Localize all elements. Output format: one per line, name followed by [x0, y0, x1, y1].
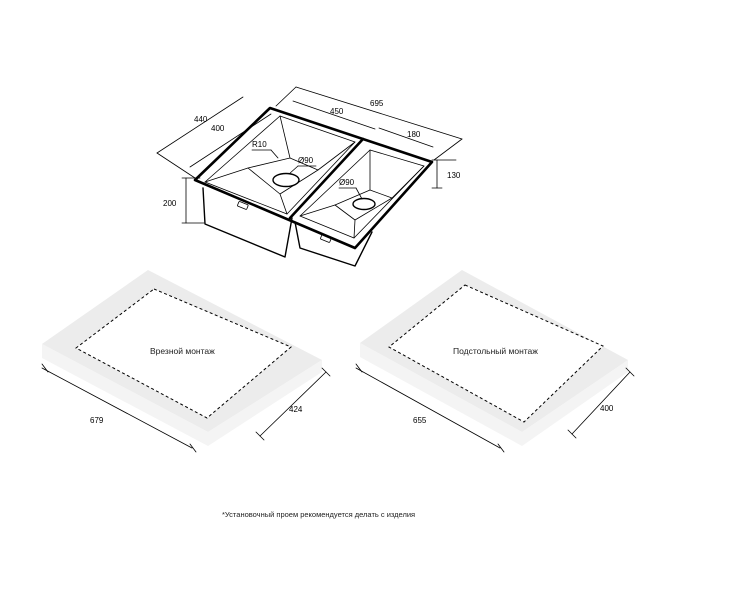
dim-total-width: 695 — [370, 99, 384, 108]
dim-small-bowl-width: 180 — [407, 130, 421, 139]
big-bowl-body — [202, 187, 293, 258]
insert-slab-front — [42, 344, 208, 446]
dim-big-bowl-height: 200 — [163, 199, 177, 208]
dim-small-bowl-height: 130 — [447, 171, 461, 180]
small-bowl-inner — [299, 149, 425, 239]
dim-small-drain: Ø90 — [339, 178, 355, 187]
insert-slab — [42, 270, 322, 432]
undermount-width: 400 — [600, 404, 614, 413]
small-bowl-body — [294, 221, 373, 267]
sink-dimension-labels: 695 450 180 440 400 200 130 R10 Ø90 Ø90 — [163, 99, 461, 208]
big-overflow-slot — [237, 201, 249, 210]
bowl-divider — [288, 137, 365, 220]
insert-slab-right — [208, 360, 322, 446]
dim-corner-radius: R10 — [252, 140, 267, 149]
sink-isometric — [193, 106, 434, 267]
sink-rim — [193, 106, 434, 250]
insert-mount-width: 424 — [289, 405, 303, 414]
footnote: *Установочный проем рекомендуется делать… — [222, 510, 415, 519]
insert-mount-diagram: Врезной монтаж 679 424 — [41, 270, 331, 453]
undermount-label: Подстольный монтаж — [453, 346, 538, 356]
undermount-cutout-outline — [388, 284, 604, 423]
dim-total-depth: 440 — [194, 115, 208, 124]
dim-big-bowl-width: 450 — [330, 107, 344, 116]
small-overflow-slot — [320, 234, 332, 243]
undermount-slab-front — [360, 343, 522, 446]
big-bowl-inner — [204, 115, 356, 215]
insert-mount-length: 679 — [90, 416, 104, 425]
undermount-diagram: Подстольный монтаж 655 400 — [355, 270, 635, 453]
insert-mount-label: Врезной монтаж — [150, 346, 215, 356]
undermount-length: 655 — [413, 416, 427, 425]
sink-dimension-lines — [156, 86, 463, 224]
dim-bowl-depth: 400 — [211, 124, 225, 133]
undermount-slab-right — [522, 360, 628, 446]
small-drain — [352, 197, 376, 211]
undermount-slab — [360, 270, 628, 432]
insert-cutout-outline — [75, 288, 292, 419]
dim-big-drain: Ø90 — [298, 156, 314, 165]
big-drain — [272, 172, 300, 188]
